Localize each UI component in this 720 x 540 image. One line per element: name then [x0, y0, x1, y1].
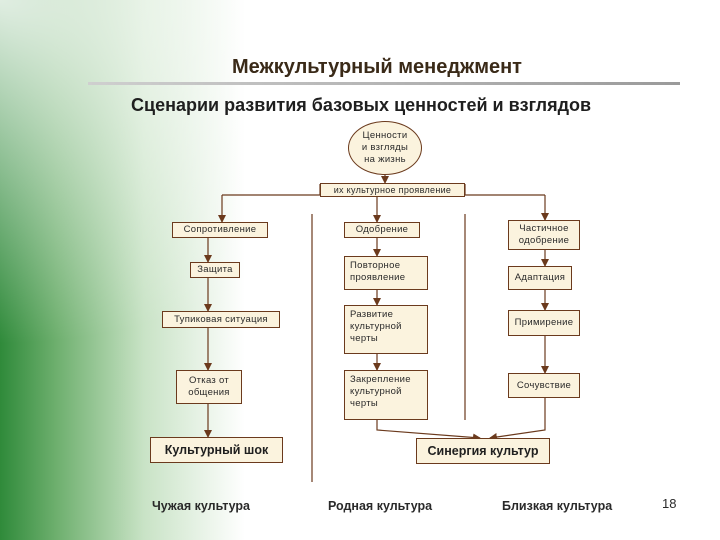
arrow-right-to-synergy: [489, 398, 546, 441]
node-reconciliation: Примирение: [508, 310, 580, 336]
node-adaptation: Адаптация: [508, 266, 572, 290]
node-development: Развитие культурной черты: [344, 305, 428, 354]
label-close-culture: Близкая культура: [502, 499, 613, 513]
node-partial-approval: Частичное одобрение: [508, 220, 580, 250]
node-deadlock: Тупиковая ситуация: [162, 311, 280, 328]
node-repeat: Повторное проявление: [344, 256, 428, 290]
manifestation-node: их культурное проявление: [320, 183, 465, 197]
node-consolidation: Закрепление культурной черты: [344, 370, 428, 420]
outcome-culture-shock: Культурный шок: [150, 437, 283, 463]
arrow-middle-to-synergy: [376, 420, 481, 442]
outcome-synergy: Синергия культур: [416, 438, 550, 464]
node-resistance: Сопротивление: [172, 222, 268, 238]
slide-subtitle: Сценарии развития базовых ценностей и вз…: [131, 95, 592, 115]
page-number: 18: [662, 496, 677, 511]
node-refusal: Отказ от общения: [176, 370, 242, 404]
root-node: Ценности и взгляды на жизнь: [348, 121, 422, 175]
label-native-culture: Родная культура: [328, 499, 433, 513]
title-underline: [88, 82, 680, 85]
slide-title: Межкультурный менеджмент: [232, 56, 522, 78]
node-sympathy: Сочувствие: [508, 373, 580, 398]
label-foreign-culture: Чужая культура: [152, 499, 250, 513]
node-approval: Одобрение: [344, 222, 420, 238]
node-defense: Защита: [190, 262, 240, 278]
